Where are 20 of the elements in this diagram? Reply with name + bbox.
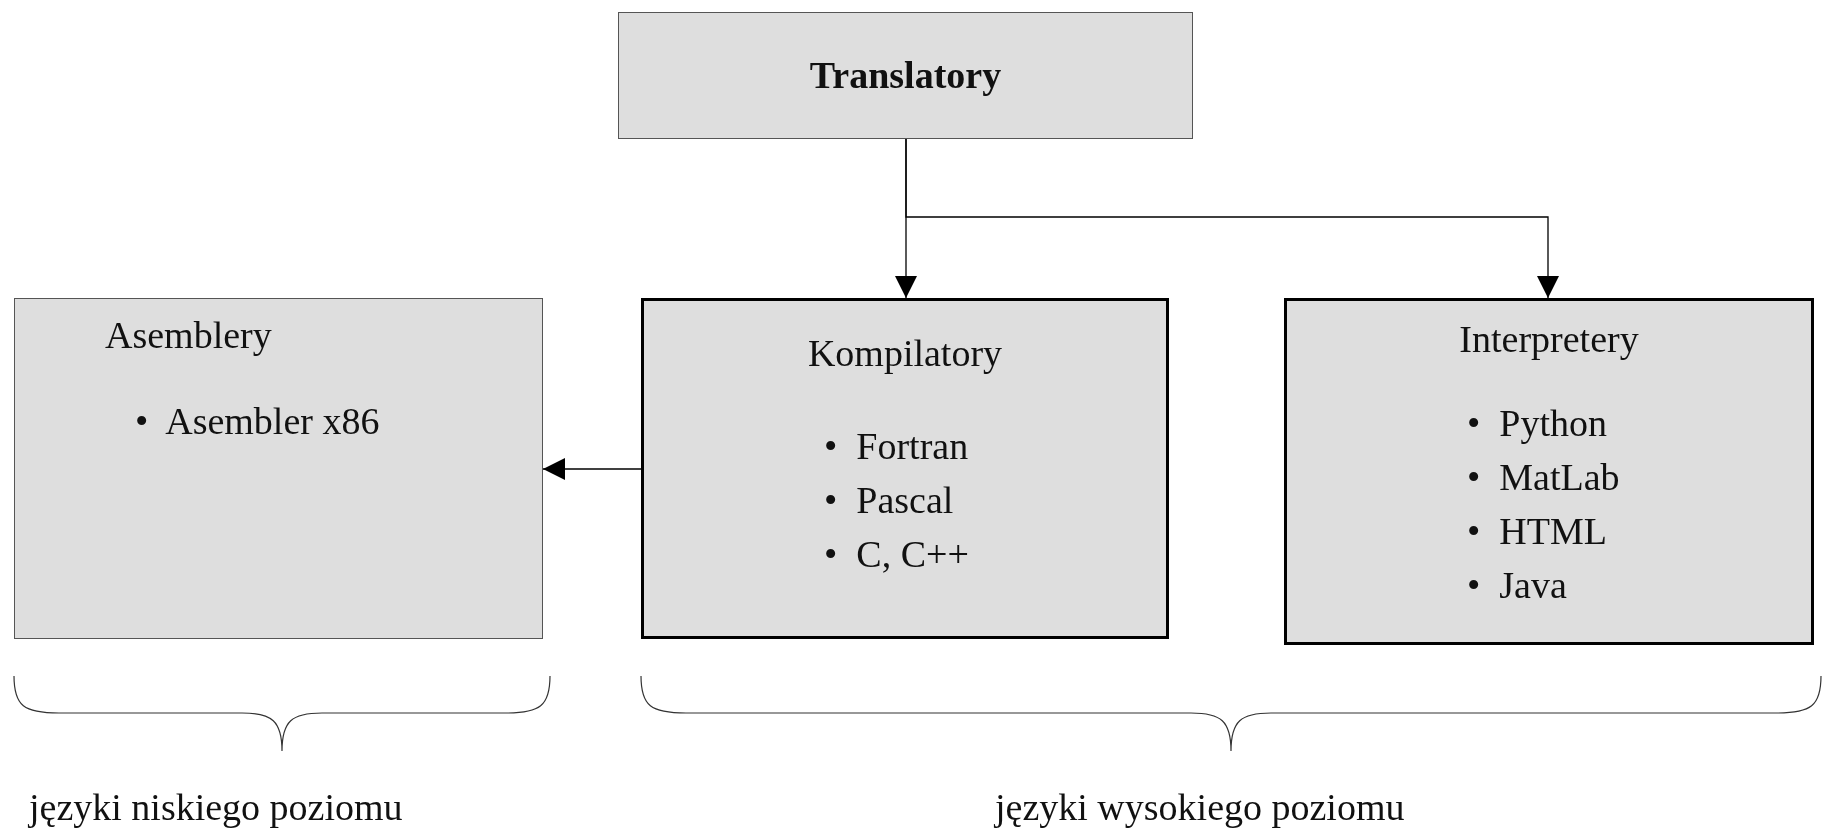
arrow	[905, 138, 1559, 299]
list-item: • MatLab	[1467, 455, 1620, 500]
list-item: • C, C++	[824, 532, 969, 577]
group-label: języki wysokiego poziomu	[995, 785, 1405, 829]
box-title: Kompilatory	[806, 331, 1004, 375]
list-item: • HTML	[1467, 509, 1608, 554]
rectangle-box	[641, 298, 1169, 639]
rectangle-box	[1284, 298, 1814, 645]
list-item: • Python	[1467, 401, 1608, 446]
list-item: • Java	[1467, 563, 1568, 608]
list-item: • Pascal	[824, 478, 955, 523]
rectangle-box	[14, 298, 543, 639]
arrow	[542, 458, 642, 480]
box-title: Interpretery	[1458, 317, 1640, 361]
list-item: • Asembler x86	[135, 399, 380, 444]
list-item: • Fortran	[824, 424, 969, 469]
box-title: Translatory	[808, 53, 1003, 98]
rectangle-box	[618, 12, 1193, 139]
box-title: Asemblery	[105, 313, 272, 357]
group-label: języki niskiego poziomu	[29, 785, 403, 829]
